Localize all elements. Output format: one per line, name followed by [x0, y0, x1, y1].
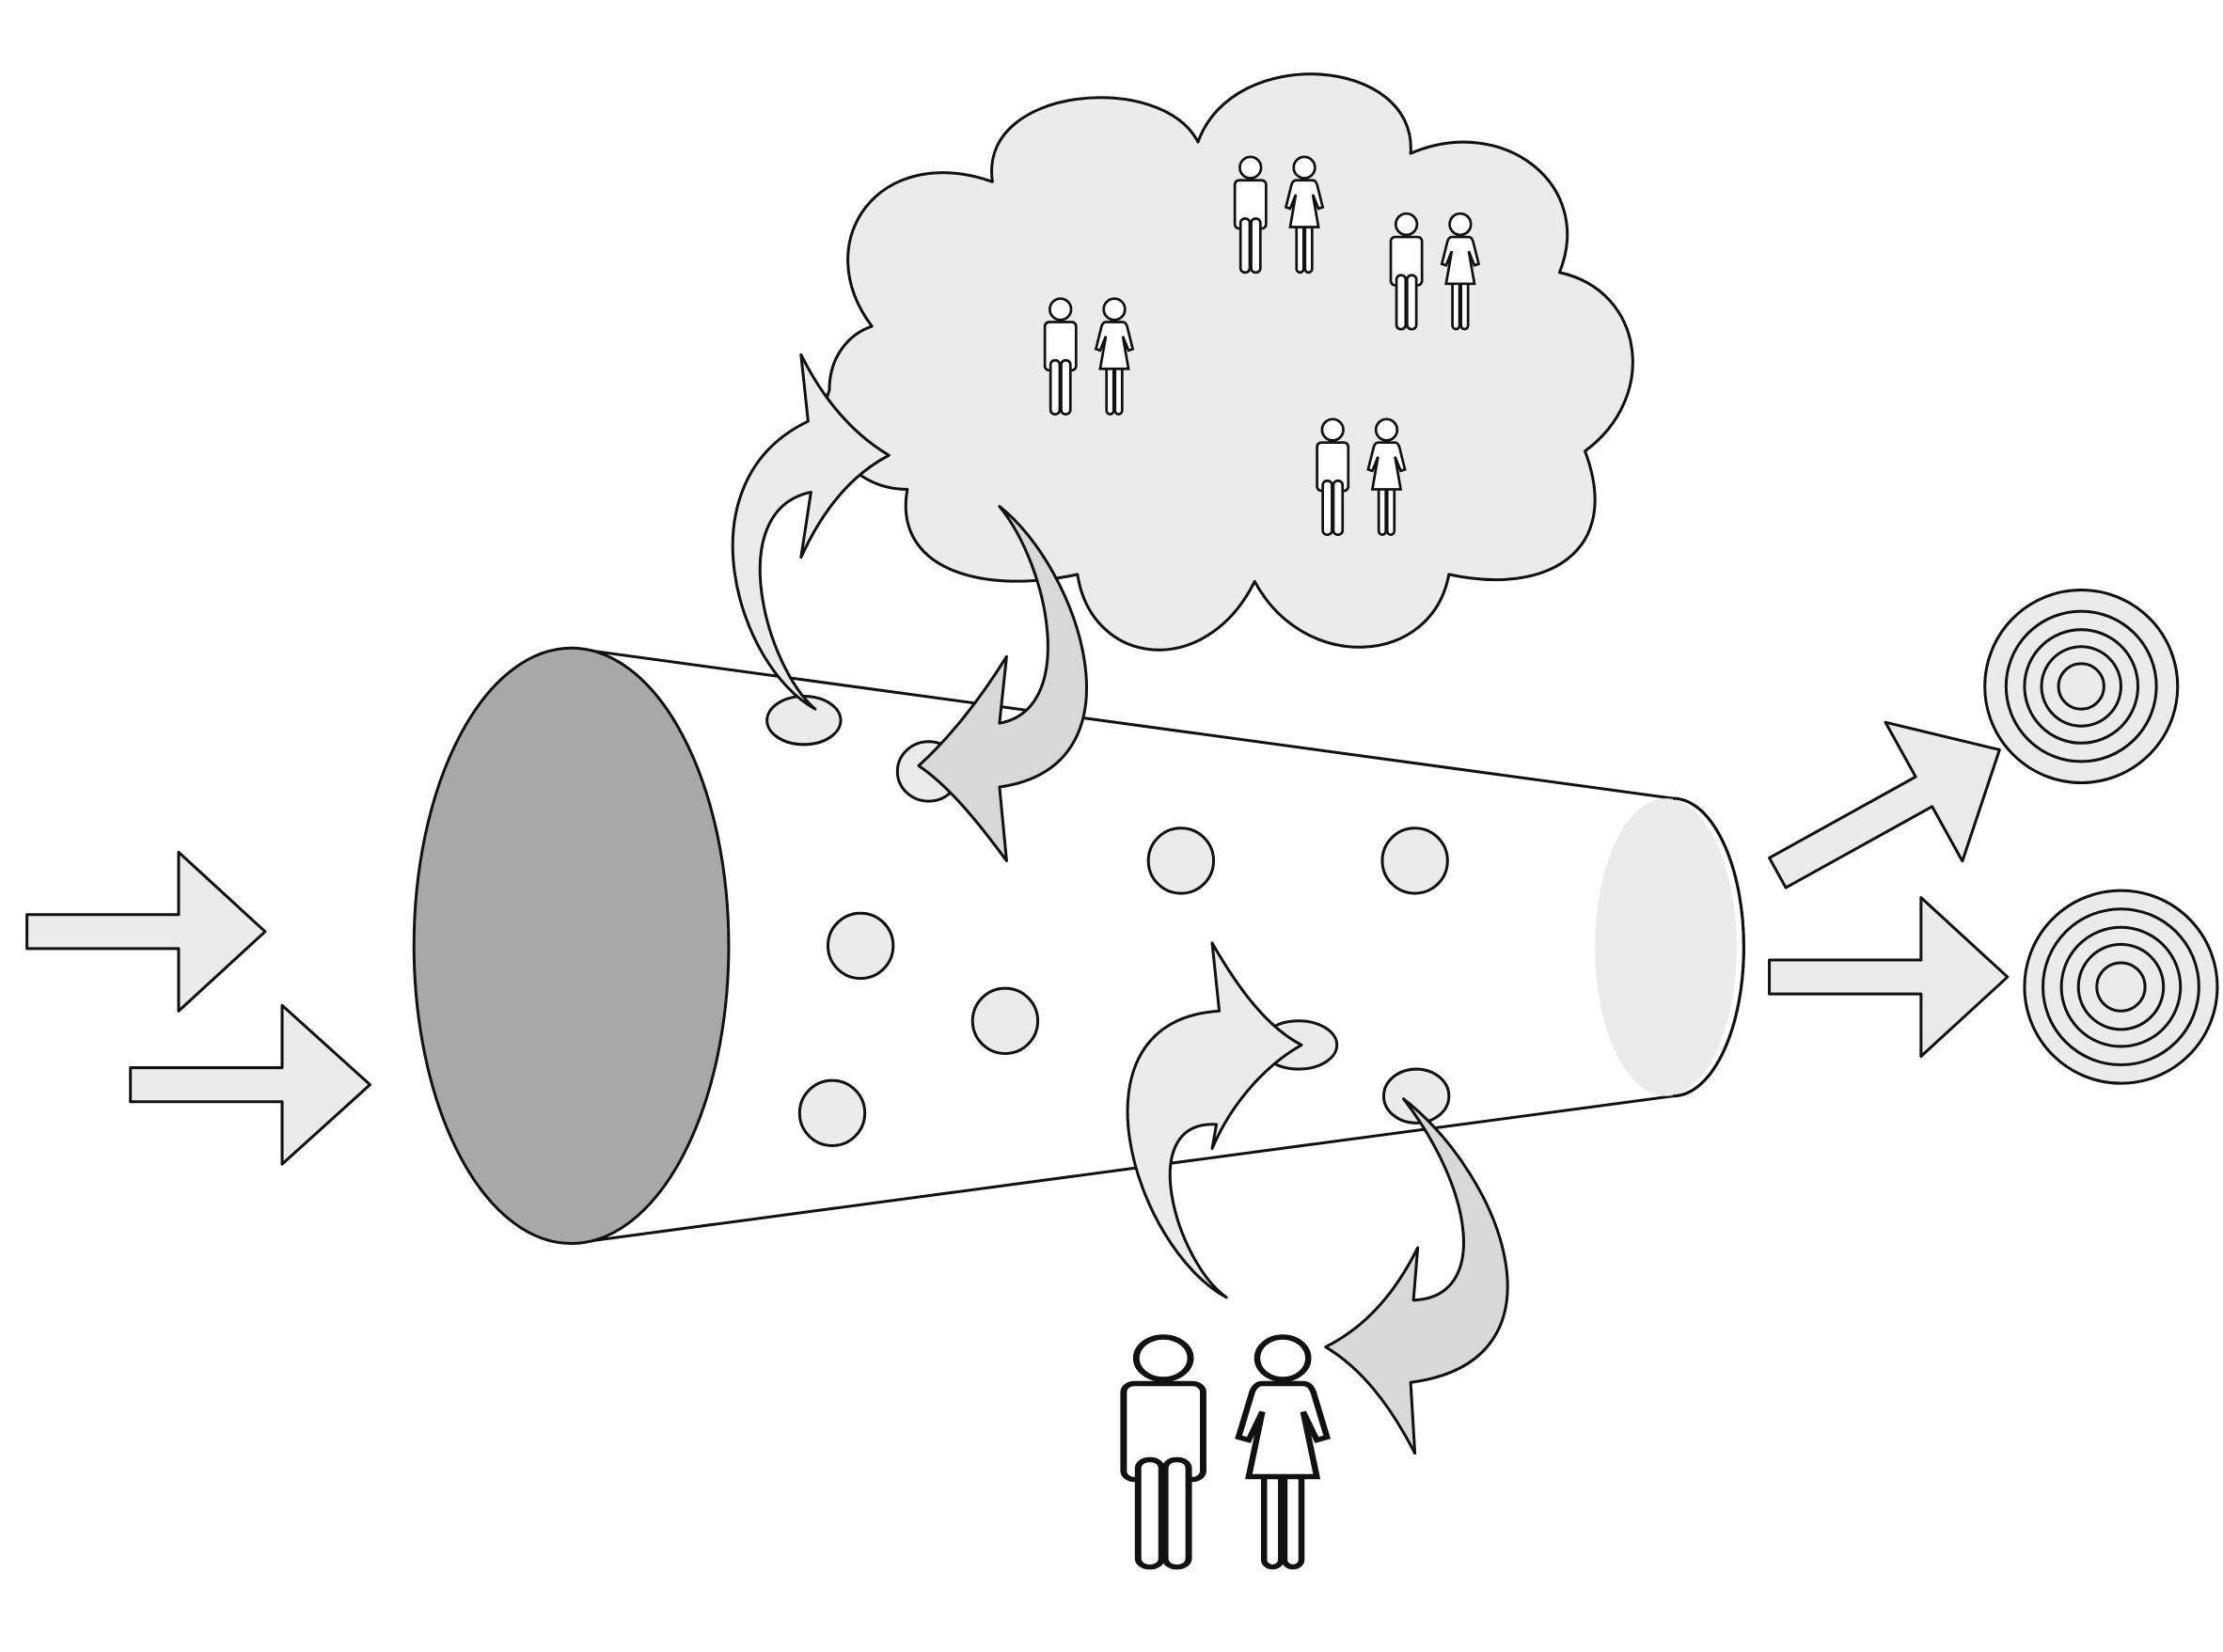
curved-arrow-from-people — [1126, 941, 1303, 1299]
particle — [1146, 826, 1216, 895]
person-female-icon — [1238, 1337, 1327, 1567]
curved-arrow-from-cloud — [917, 505, 1088, 862]
output-arrow-diagonal — [1768, 720, 2001, 889]
particle-entry — [1381, 1067, 1451, 1125]
output-arrow-horizontal — [1768, 896, 2010, 1059]
curved-arrow-to-cloud — [731, 353, 891, 711]
person-male-icon — [1124, 1337, 1204, 1567]
target-icon — [1983, 588, 2180, 785]
people-group — [1124, 1337, 1327, 1567]
particle — [970, 986, 1040, 1055]
particle — [826, 911, 895, 981]
cylinder-far-end — [1595, 798, 1737, 1096]
curved-arrow-to-people — [1324, 1097, 1509, 1455]
cylinder — [412, 646, 1745, 1246]
target-icon — [2023, 889, 2219, 1085]
cylinder-opening — [412, 646, 731, 1246]
input-arrow-1 — [25, 850, 267, 1013]
input-arrow-2 — [129, 1003, 372, 1166]
particle — [1380, 826, 1449, 895]
cloud — [824, 72, 1634, 652]
particle — [797, 1078, 867, 1147]
